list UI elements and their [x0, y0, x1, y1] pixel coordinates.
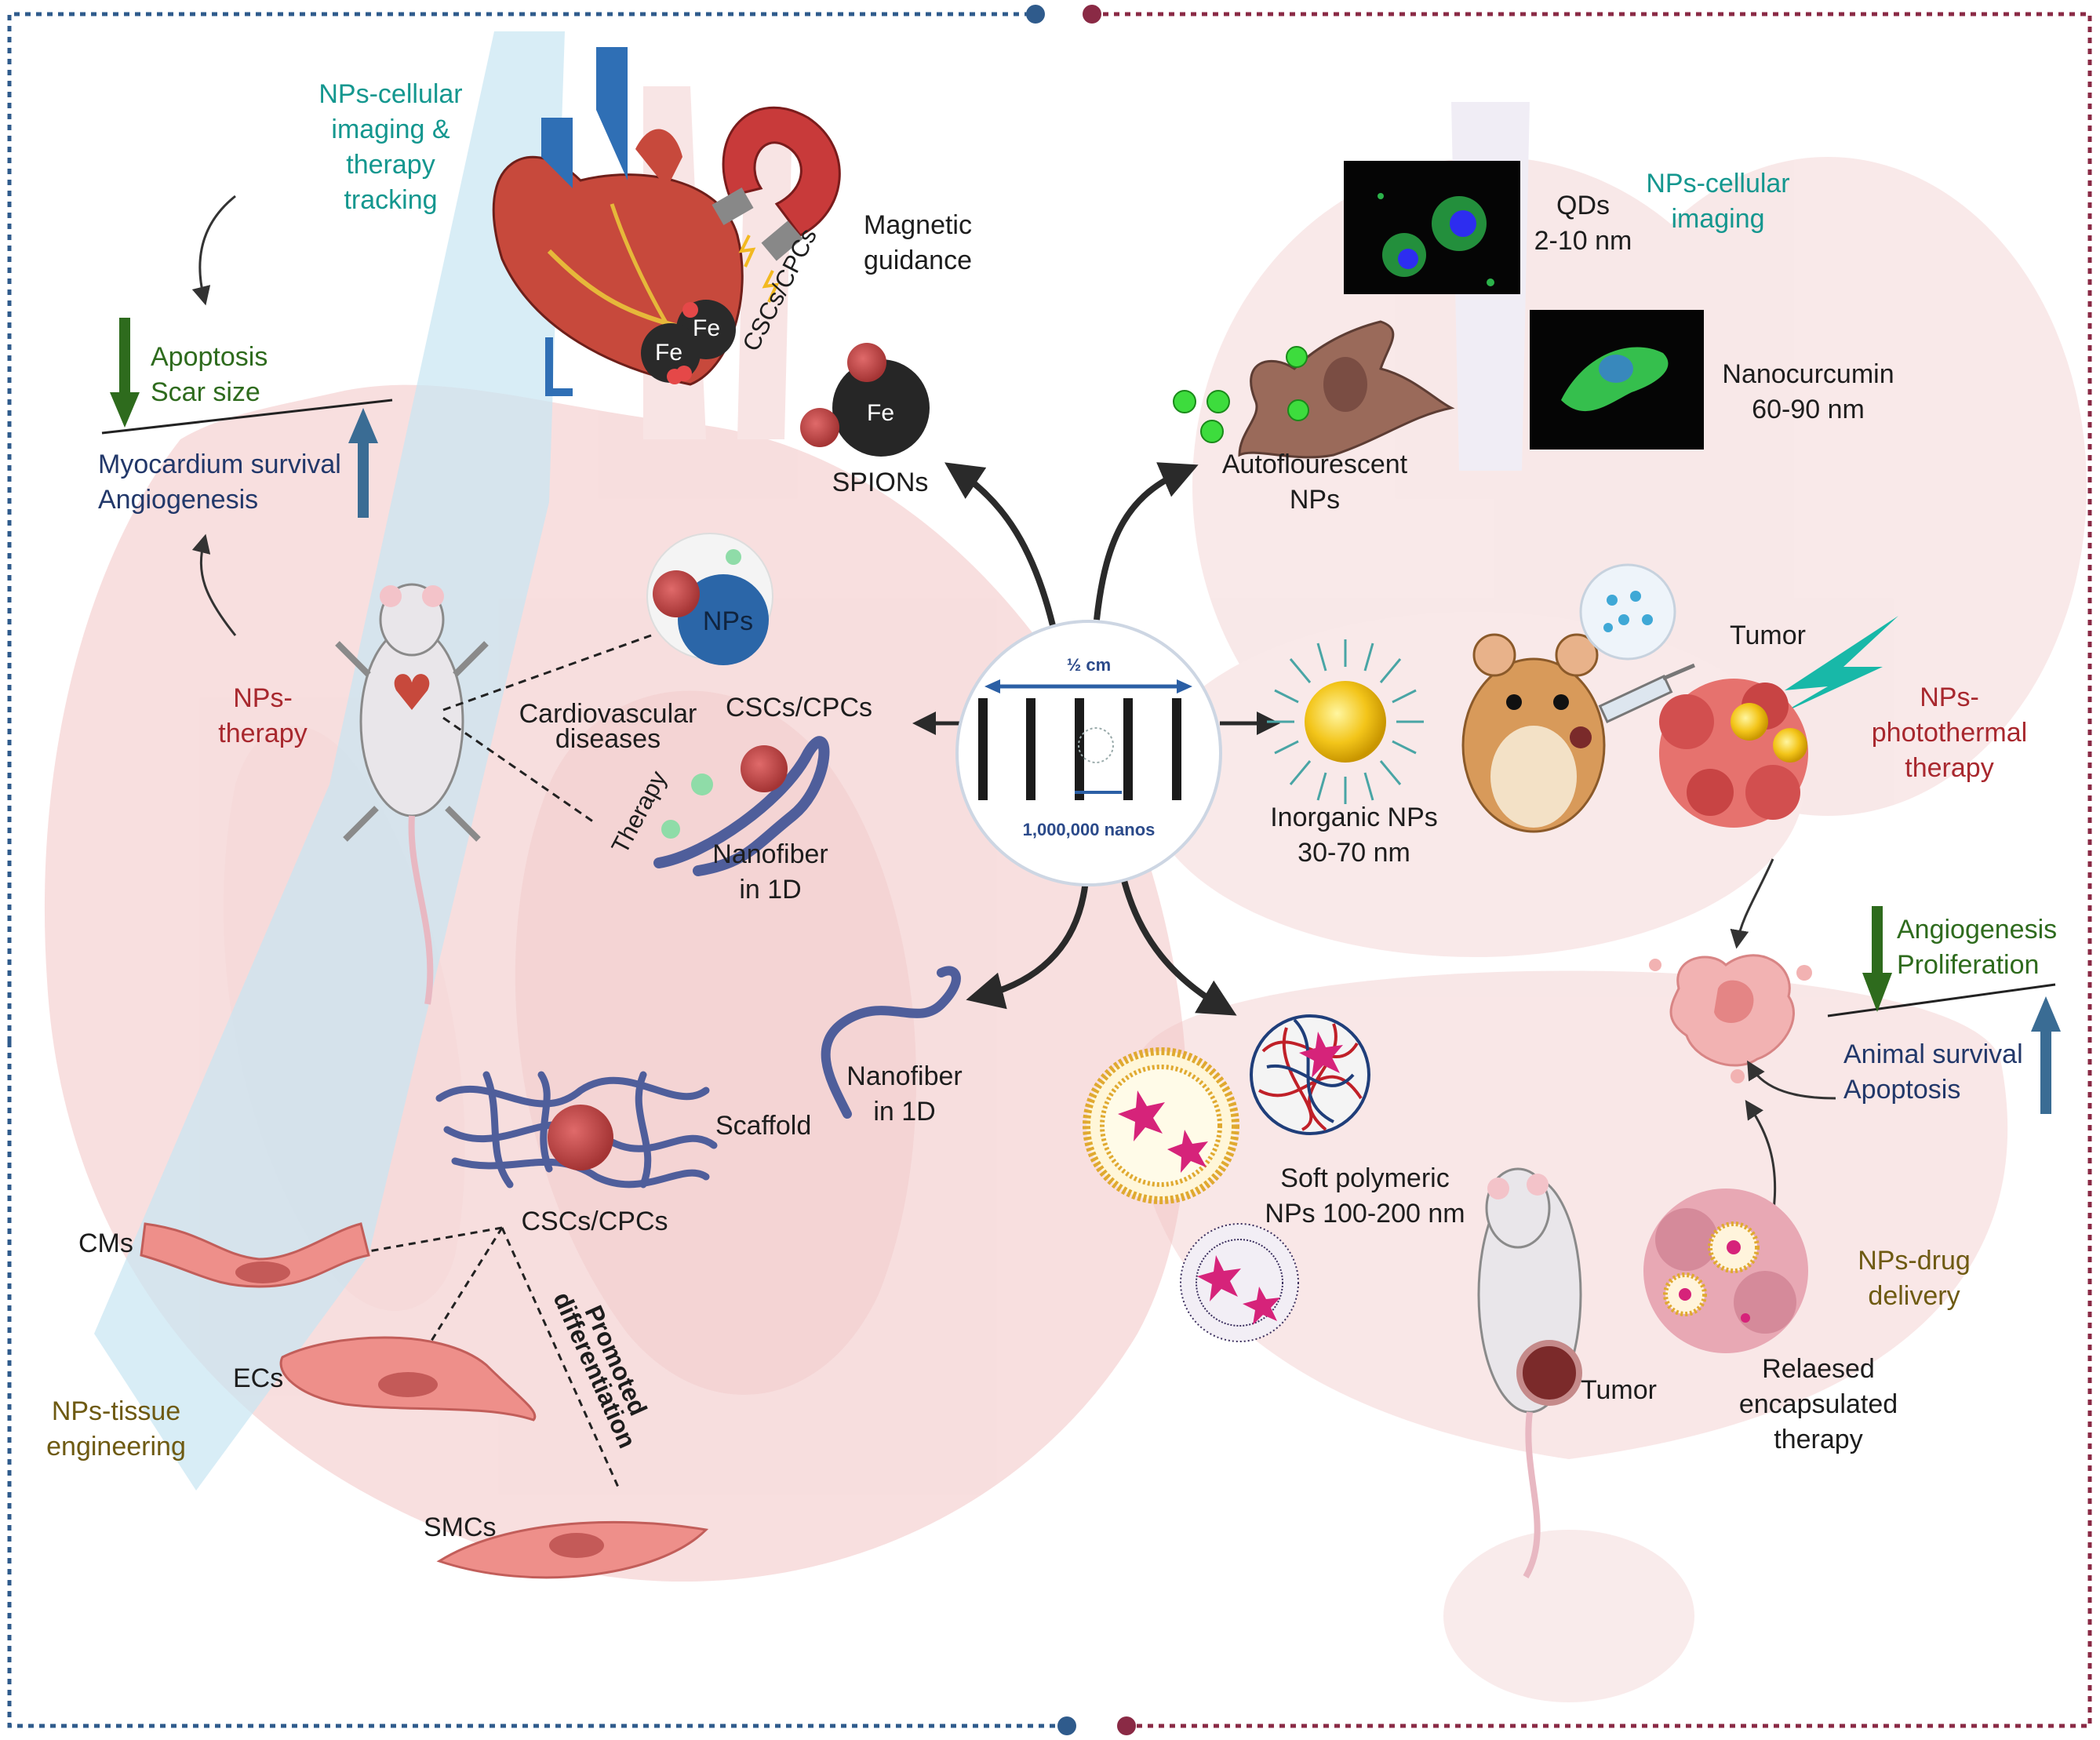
- imaging-label-line3: therapy: [346, 150, 435, 180]
- autofluorescent-line1: Autoflourescent: [1221, 450, 1408, 479]
- right-flow-arrows: [1730, 858, 2056, 1217]
- differentiation-dashed: [368, 1226, 621, 1491]
- nanofiber-a-line2: in 1D: [739, 875, 802, 905]
- imaging-label-line1: NPs-cellular: [318, 79, 463, 109]
- left-flow-arrows: [101, 195, 393, 636]
- scale-circle: [955, 620, 1222, 886]
- ec-cell: [279, 1336, 537, 1421]
- smcs-label: SMCs: [424, 1512, 497, 1542]
- micelle-icon: [1180, 1223, 1299, 1342]
- myocardium-label: Myocardium survival: [98, 450, 341, 479]
- cms-label: CMs: [78, 1229, 133, 1258]
- lightning-icon: [1781, 616, 1898, 714]
- iron-oxide-particles: [641, 300, 736, 384]
- imaging-label-line2: imaging &: [331, 115, 450, 144]
- frame-border: [7, 5, 2092, 1735]
- syringe-icon: [1579, 563, 1695, 723]
- nanocurcumin-line2: 60-90 nm: [1752, 395, 1865, 424]
- magnetic-label-line1: Magnetic: [864, 210, 972, 240]
- down-arrow-left: [110, 318, 140, 428]
- fe-label-2: Fe: [655, 340, 683, 366]
- angiogenesis-right-label: Angiogenesis: [1897, 915, 2058, 945]
- nanofiber-b-line2: in 1D: [873, 1097, 936, 1127]
- animal-survival-label: Animal survival: [1843, 1039, 2023, 1069]
- cell-imaging-line1: NPs-cellular: [1646, 169, 1790, 198]
- photothermal-line1: NPs-: [1920, 683, 1979, 712]
- soft-polymeric-line2: NPs 100-200 nm: [1265, 1199, 1465, 1229]
- proliferation-label: Proliferation: [1897, 950, 2040, 980]
- vena-cava-background: [94, 31, 565, 1491]
- cardiovascular-line2: diseases: [555, 724, 661, 754]
- cscs-cpcs-left-label: CSCs/CPCs: [726, 693, 873, 723]
- scaffold-cell: [548, 1105, 613, 1170]
- released-line3: therapy: [1774, 1425, 1863, 1454]
- smc-cell: [436, 1520, 709, 1579]
- down-arrow-right: [1862, 906, 1892, 1012]
- rat-icon: [335, 583, 489, 1005]
- rat-tumor-icon: [1477, 1167, 1582, 1579]
- cm-cell: [140, 1222, 370, 1288]
- drug-delivery-line1: NPs-drug: [1858, 1246, 1971, 1276]
- inorganic-line2: 30-70 nm: [1297, 838, 1410, 868]
- nps-therapy-line2: therapy: [218, 719, 308, 748]
- up-arrow-right: [2031, 996, 2061, 1114]
- nanofiber-1d: [821, 966, 961, 1119]
- scale-bottom-label: 1,000,000 nanos: [1022, 820, 1156, 839]
- inorganic-np-icon: [1267, 639, 1424, 804]
- tumor-shrink-icon: [1649, 954, 1812, 1083]
- cell-imaging-line2: imaging: [1671, 204, 1765, 234]
- liposome-icon: [1083, 1047, 1239, 1204]
- nps-bubble: [646, 533, 773, 665]
- released-line2: encapsulated: [1738, 1389, 1898, 1419]
- nanocurcumin-image: [1530, 310, 1704, 450]
- tumor-icon: [1659, 679, 1808, 828]
- nanofiber-with-cells: [653, 736, 830, 876]
- nps-bubble-label: NPs: [702, 606, 754, 636]
- nanofiber-a-line1: Nanofiber: [712, 839, 828, 869]
- scaffold-label: Scaffold: [715, 1111, 812, 1141]
- tumor-top-label: Tumor: [1730, 621, 1806, 650]
- autofluorescent-cell: [1173, 320, 1455, 459]
- fe-label-1: Fe: [693, 315, 721, 341]
- angiogenesis-left-label: Angiogenesis: [98, 485, 259, 515]
- magnetic-label-line2: guidance: [863, 246, 973, 275]
- ecs-label: ECs: [233, 1363, 284, 1393]
- tissue-eng-line2: engineering: [46, 1432, 186, 1462]
- up-arrow-left: [348, 408, 378, 518]
- soft-polymeric-line1: Soft polymeric: [1280, 1163, 1450, 1193]
- released-line1: Relaesed: [1762, 1354, 1875, 1384]
- tissue-eng-line1: NPs-tissue: [51, 1396, 181, 1426]
- imaging-label-line4: tracking: [344, 185, 438, 215]
- cardiovascular-line1: Cardiovascular: [519, 699, 697, 729]
- qd-fluorescence-image: [1344, 161, 1520, 294]
- magnet-icon: [712, 107, 841, 303]
- scaffold-cells-label: CSCs/CPCs: [521, 1207, 668, 1236]
- spions-label: SPIONs: [832, 468, 929, 497]
- apoptosis-right-label: Apoptosis: [1843, 1075, 1961, 1105]
- fe-label-3: Fe: [867, 400, 895, 426]
- photothermal-line3: therapy: [1905, 753, 1994, 783]
- apoptosis-left-label: Apoptosis: [151, 342, 268, 372]
- autofluorescent-line2: NPs: [1289, 485, 1341, 515]
- photothermal-line2: photothermal: [1871, 718, 2028, 748]
- therapy-dashed-lines: [442, 634, 652, 825]
- spion-cluster: [800, 343, 930, 457]
- scar-size-label: Scar size: [151, 377, 260, 407]
- nanocurcumin-line1: Nanocurcumin: [1722, 359, 1894, 389]
- drug-release-icon: [1643, 1189, 1808, 1353]
- inorganic-line1: Inorganic NPs: [1270, 803, 1438, 832]
- hamster-icon: [1461, 633, 1606, 833]
- qds-line2: 2-10 nm: [1534, 226, 1632, 256]
- drug-delivery-line2: delivery: [1868, 1281, 1960, 1311]
- nps-therapy-line1: NPs-: [233, 683, 293, 713]
- polymeric-np-icon: [1250, 1014, 1370, 1135]
- qds-line1: QDs: [1556, 191, 1610, 220]
- nanofiber-b-line1: Nanofiber: [846, 1061, 963, 1091]
- scale-top-label: ½ cm: [1066, 655, 1112, 675]
- tumor-bottom-label: Tumor: [1581, 1375, 1657, 1405]
- scaffold-icon: [435, 1071, 718, 1189]
